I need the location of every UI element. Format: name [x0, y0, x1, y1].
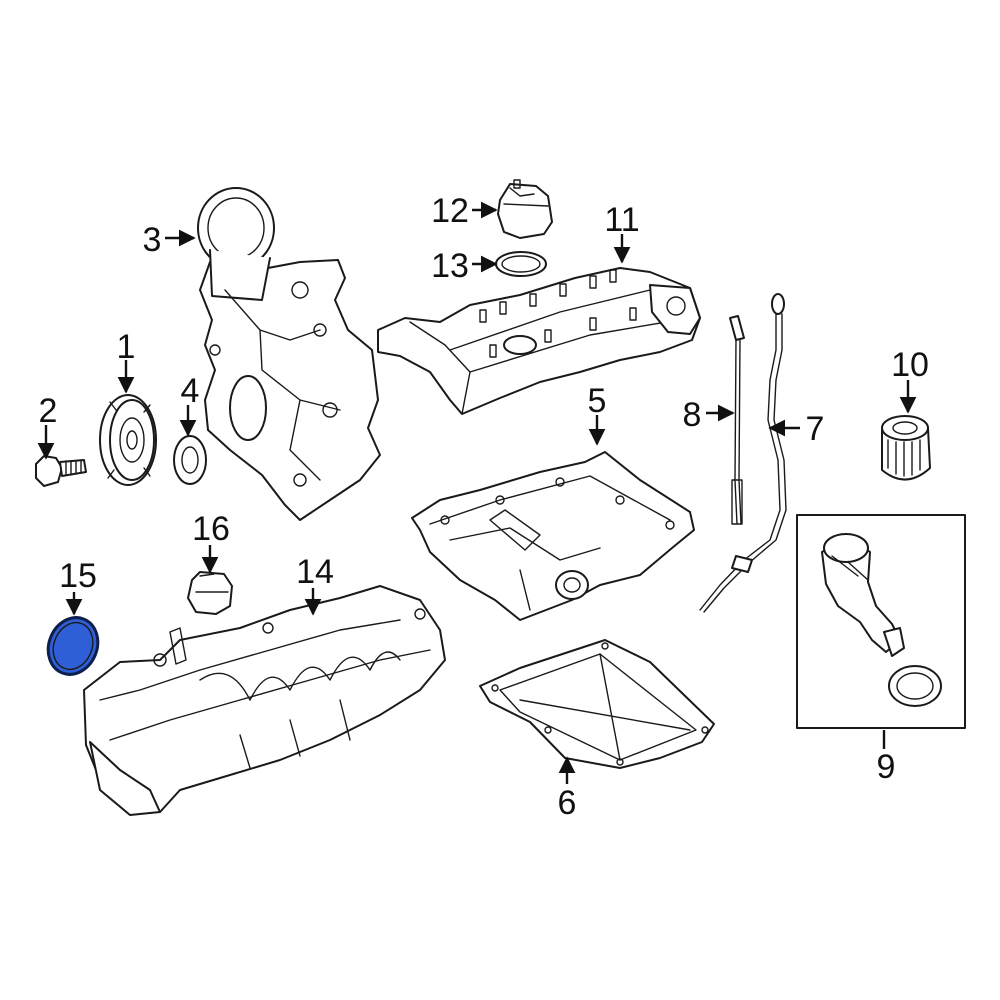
callout-arrows: [37, 201, 917, 784]
callout-5: 5: [588, 382, 607, 420]
callout-14: 14: [296, 553, 334, 591]
callout-15: 15: [59, 557, 97, 595]
part-7-dipstick-tube[interactable]: [699, 293, 787, 613]
callout-4: 4: [181, 372, 200, 410]
part-11-valve-cover[interactable]: [377, 267, 701, 415]
callout-6: 6: [558, 784, 577, 822]
gasket-highlight: [46, 616, 100, 676]
part-10-oil-filter[interactable]: [881, 415, 931, 481]
part-13-o-ring[interactable]: [495, 251, 547, 277]
callout-9: 9: [877, 748, 896, 786]
part-16-plug[interactable]: [187, 571, 233, 615]
callout-8: 8: [683, 396, 702, 434]
part-5-oil-pan[interactable]: [411, 451, 695, 621]
callout-10: 10: [891, 346, 929, 384]
part-9-filter-housing-box[interactable]: [796, 514, 966, 729]
valve-cover-studs: [479, 269, 637, 358]
callout-12: 12: [431, 192, 469, 230]
callout-16: 16: [192, 510, 230, 548]
part-1-crankshaft-pulley[interactable]: [99, 394, 157, 486]
part-3-timing-cover[interactable]: [197, 187, 381, 521]
part-6-lower-oil-pan[interactable]: [479, 639, 715, 769]
callout-1: 1: [117, 328, 136, 366]
callout-2: 2: [39, 392, 58, 430]
part-2-bolt[interactable]: [35, 455, 87, 487]
callout-13: 13: [431, 247, 469, 285]
part-12-oil-cap[interactable]: [497, 179, 553, 239]
part-8-dipstick[interactable]: [729, 315, 745, 525]
part-15-gasket[interactable]: [40, 610, 106, 682]
callout-11: 11: [604, 201, 639, 239]
callout-3: 3: [143, 221, 162, 259]
callout-labels: 1 2 3 4 5 6 7 8 9 10 11 12 13 14 15 16: [39, 192, 929, 822]
callout-7: 7: [806, 410, 825, 448]
part-14-intake-manifold[interactable]: [83, 585, 446, 816]
part-4-seal[interactable]: [173, 435, 207, 485]
